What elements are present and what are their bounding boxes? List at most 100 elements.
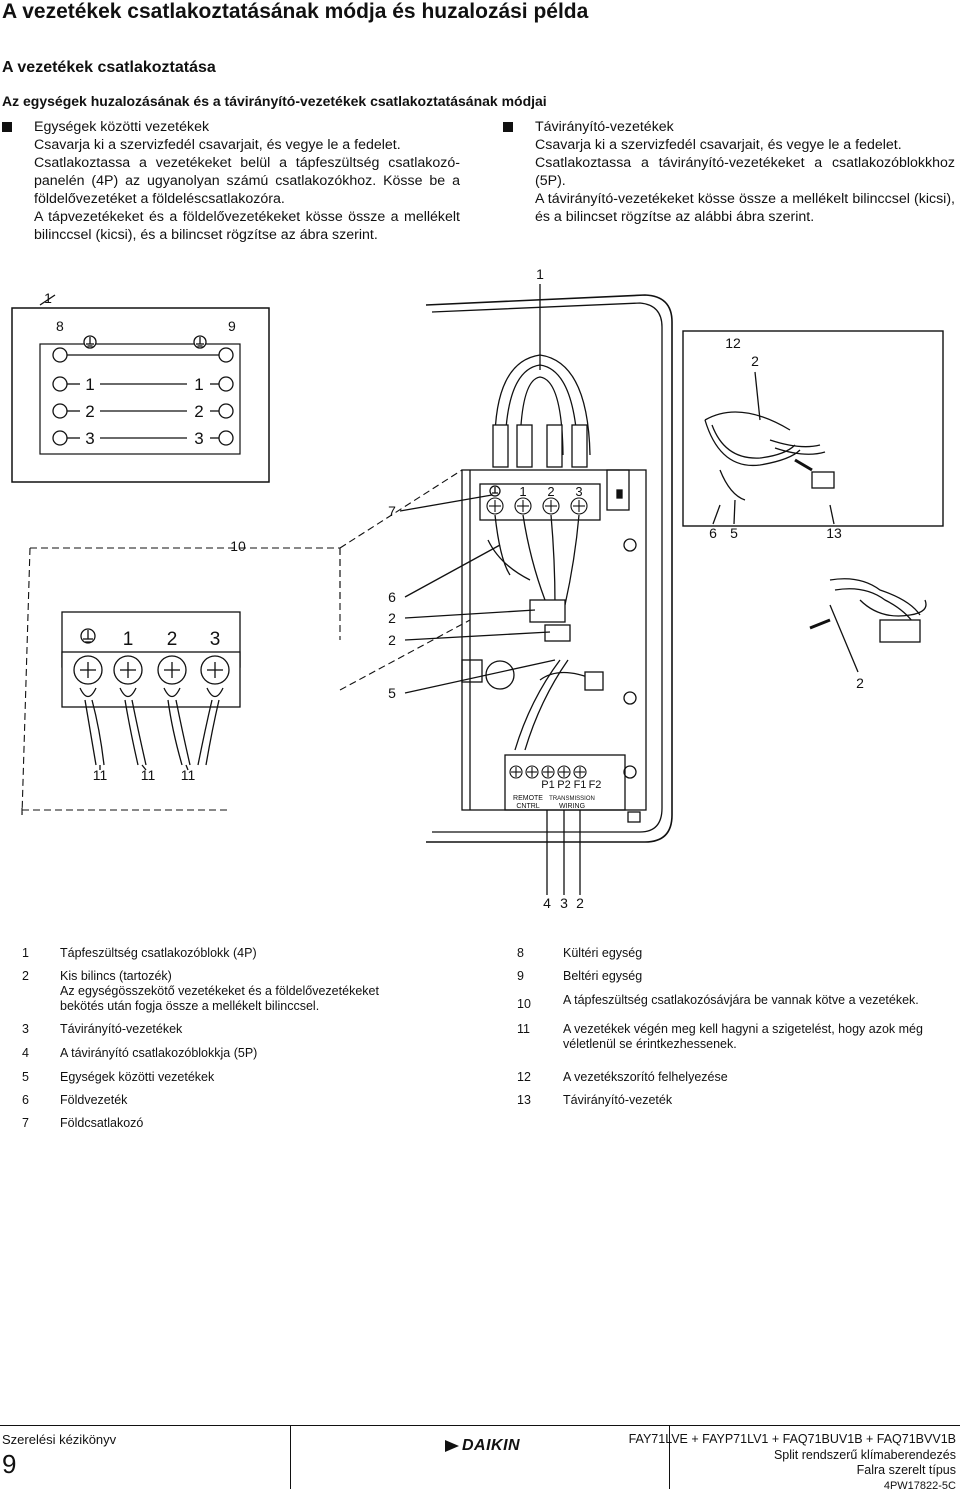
legend-number: 6 [22,1093,52,1108]
terminal-label: 2 [194,402,203,421]
legend-text: Távirányító-vezetékek [60,1022,182,1037]
callout-2: 2 [751,353,759,369]
legend-item: 8 Kültéri egység [517,946,642,961]
left-heading: Egységek közötti vezetékek [34,118,209,136]
ground-icon [81,629,95,643]
legend-number: 1 [22,946,52,961]
terminal-label: 2 [85,402,94,421]
legend-number: 8 [517,946,547,961]
leader-line [713,505,720,524]
legend-text: A tápfeszültség csatlakozósávjára be van… [563,993,919,1011]
terminal-group-label: WIRING [559,803,585,810]
terminal-label: 3 [194,429,203,448]
callout-11: 11 [93,767,108,783]
callout-9: 9 [228,318,236,334]
leader-line [755,372,760,420]
legend-number: 9 [517,969,547,984]
legend-item: 2 Kis bilincs (tartozék) Az egységösszek… [22,969,379,1014]
callout-10: 10 [230,538,246,554]
leader-line [400,495,492,511]
daikin-logo-mark-icon [445,1440,459,1452]
terminal-label: F1 [574,779,587,791]
terminal-group-label: REMOTE [513,795,543,802]
terminal-label: 1 [123,629,134,650]
right-paragraph-1: Csavarja ki a szervizfedél csavarjait, é… [535,136,955,154]
terminal-label: 3 [85,429,94,448]
ground-icon [84,336,96,348]
footer-product-type: Falra szerelt típus [629,1463,956,1479]
legend-text: Egységek közötti vezetékek [60,1070,214,1085]
terminal-label: F2 [589,779,602,791]
footer-divider [290,1425,291,1489]
callout-2: 2 [388,610,396,626]
callout-5: 5 [730,525,738,541]
callout-6: 6 [388,589,396,605]
legend-number: 12 [517,1070,547,1085]
legend-number: 13 [517,1093,547,1108]
legend-item: 1 Tápfeszültség csatlakozóblokk (4P) [22,946,257,961]
callout-3: 3 [560,895,568,911]
page-number: 9 [2,1449,16,1480]
callout-1-top: 1 [536,266,544,282]
callout-2: 2 [856,675,864,691]
leader-line [405,660,555,693]
legend-item: 13 Távirányító-vezeték [517,1093,672,1108]
footer-rule [0,1425,960,1426]
terminal-label: 3 [575,484,582,499]
legend-item: 3 Távirányító-vezetékek [22,1022,182,1037]
terminal-label: P1 [541,779,554,791]
left-paragraph-2: Csatlakoztassa a vezetékeket belül a táp… [34,154,460,208]
terminal-label: 2 [167,629,178,650]
footer-product-line: Split rendszerű klímaberendezés [629,1448,956,1464]
page-title: A vezetékek csatlakoztatásának módja és … [2,0,588,24]
wiring-diagram: 1 8 9 1 2 3 1 2 3 [0,255,960,920]
right-paragraph-2: Csatlakoztassa a távirányító-vezetékeket… [535,154,955,190]
ground-icon [194,336,206,348]
legend-text-line: A vezetékek végén meg kell hagyni a szig… [563,1022,923,1036]
footer-models: FAY71LVE + FAYP71LV1 + FAQ71BUV1B + FAQ7… [629,1432,956,1448]
leader-line [830,605,858,672]
indoor-unit-drawing: 1 1 2 3 [388,266,672,911]
terminal-label: 1 [519,484,526,499]
legend-text: Távirányító-vezeték [563,1093,672,1108]
left-paragraph-1: Csavarja ki a szervizfedél csavarjait, é… [34,136,460,154]
terminal-label: 1 [85,375,94,394]
clamp-detail: 12 2 6 5 13 2 [683,331,943,691]
legend-item: 6 Földvezeték [22,1093,127,1108]
footer-document-code: 4PW17822-5C [629,1479,956,1494]
terminal-label: 3 [210,629,221,650]
legend-text: A vezetékszorító felhelyezése [563,1070,728,1085]
legend-number: 4 [22,1046,52,1061]
callout-6: 6 [709,525,717,541]
legend-number: 3 [22,1022,52,1037]
callout-12: 12 [725,335,741,351]
callout-8: 8 [56,318,64,334]
power-terminal-block-zoom: 1 2 3 11 11 11 [62,612,240,783]
legend-text: Földcsatlakozó [60,1116,143,1131]
legend-item: 12 A vezetékszorító felhelyezése [517,1070,728,1085]
legend-text: Beltéri egység [563,969,642,984]
legend-number: 7 [22,1116,52,1131]
legend-text-line: Kis bilincs (tartozék) [60,969,172,983]
bullet-square-icon [2,122,12,132]
legend-text: Kültéri egység [563,946,642,961]
legend-text: A vezetékek végén meg kell hagyni a szig… [563,1022,923,1052]
legend-number: 5 [22,1070,52,1085]
legend-text: A távirányító csatlakozóblokkja (5P) [60,1046,257,1061]
right-heading: Távirányító-vezetékek [535,118,674,136]
legend-item: 10 A tápfeszültség csatlakozósávjára be … [517,993,919,1011]
legend-number: 11 [517,1022,547,1052]
leader-line [734,500,735,524]
legend-number: 10 [517,993,547,1011]
bullet-square-icon [503,122,513,132]
callout-5: 5 [388,685,396,701]
legend-text-line: véletlenül se érintkezhessenek. [563,1037,737,1051]
legend-text: Tápfeszültség csatlakozóblokk (4P) [60,946,257,961]
right-paragraph-3: A távirányító-vezetékeket kösse össze a … [535,190,955,226]
brand-name: DAIKIN [462,1437,520,1455]
callout-4: 4 [543,895,551,911]
callout-13: 13 [826,525,842,541]
section-heading: Az egységek huzalozásának és a távirányí… [2,93,547,109]
left-instructions: Egységek közötti vezetékek Csavarja ki a… [2,118,460,244]
callout-2: 2 [576,895,584,911]
